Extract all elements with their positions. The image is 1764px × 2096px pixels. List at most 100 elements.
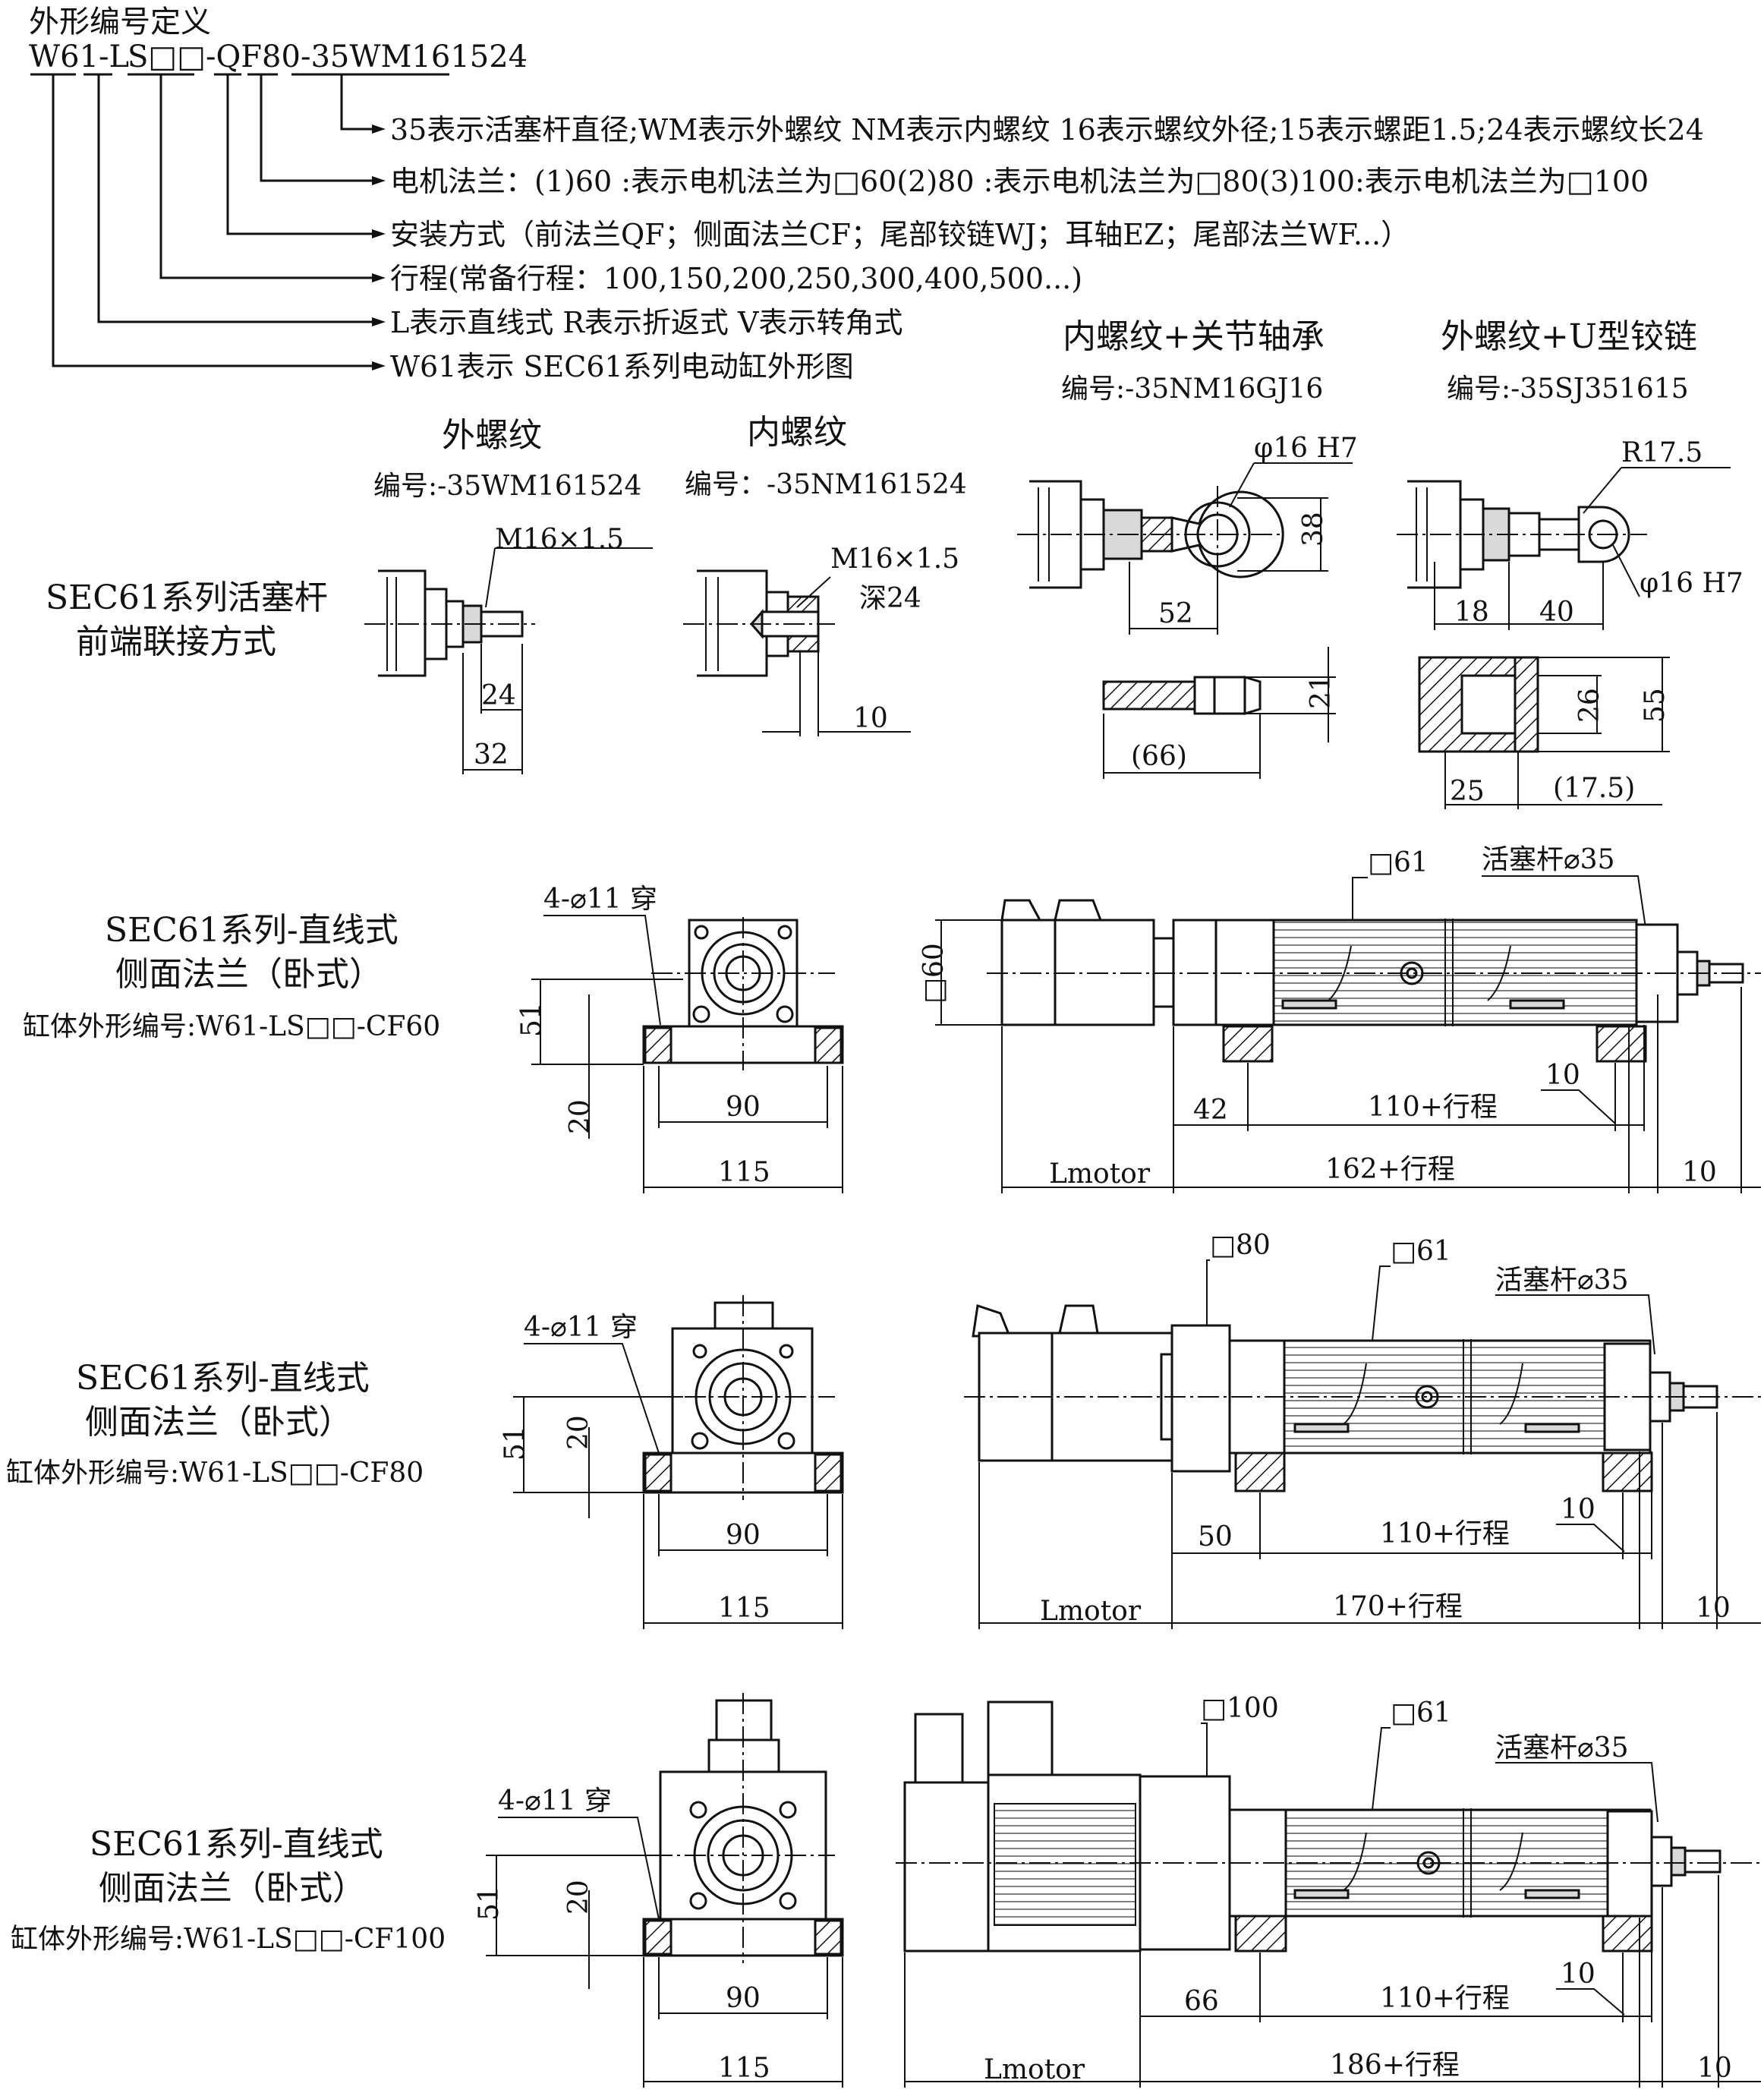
cf60-dim-51: 51	[516, 1002, 547, 1037]
cf100-title-2: 侧面法兰（卧式）	[99, 1869, 366, 1908]
note-motor-flange: 电机法兰：(1)60 :表示电机法兰为□60(2)80 :表示电机法兰为□80(…	[390, 165, 1649, 198]
rod-end-label-1: SEC61系列活塞杆	[46, 578, 328, 617]
cf100-rod-label: 活塞杆⌀35	[1495, 1732, 1628, 1763]
cf80-code: 缸体外形编号:W61-LS□□-CF80	[6, 1458, 424, 1489]
clevis-dim-55: 55	[1640, 688, 1671, 723]
note-mounting: 安装方式（前法兰QF；侧面法兰CF；尾部铰链WJ；耳轴EZ；尾部法兰WF...）	[390, 218, 1410, 251]
external-dim-24: 24	[481, 680, 516, 711]
rod-eye-dim-66: (66)	[1131, 741, 1187, 772]
cf100-dim-66: 66	[1184, 1986, 1219, 2017]
cf60-side-view: □61 活塞杆⌀35	[918, 844, 1761, 1193]
external-dim-32: 32	[474, 739, 509, 771]
clevis-bore: φ16 H7	[1640, 568, 1744, 599]
rod-end-external-thread: 外螺纹 编号:-35WM161524 M16×1.5 24 32	[364, 416, 653, 774]
cf100-dim-lmotor: Lmotor	[984, 2054, 1085, 2085]
internal-title: 内螺纹	[747, 413, 847, 452]
cf80-dim-lmotor: Lmotor	[1040, 1596, 1142, 1627]
cf80-dim-115: 115	[718, 1593, 770, 1624]
cf100-dim-110: 110+行程	[1380, 1983, 1510, 2014]
cf60-motor-sq: □60	[918, 943, 950, 1004]
cf60-code: 缸体外形编号:W61-LS□□-CF60	[23, 1011, 440, 1042]
code-part-2: S□□-QF80-35WM161524	[128, 39, 528, 74]
cf60-title-1: SEC61系列-直线式	[105, 911, 398, 950]
cf80-tube-sq: □61	[1391, 1236, 1451, 1267]
rod-end-internal-thread: 内螺纹 编号：-35NM161524 M16×1.5 深24 10	[683, 413, 967, 736]
internal-depth-label: 深24	[859, 583, 921, 614]
note-layout-type: L表示直线式 R表示折返式 V表示转角式	[390, 306, 902, 339]
rod-end-rod-eye: 内螺纹+关节轴承 编号:-35NM16GJ16 φ16 H7 38 52	[1017, 317, 1358, 779]
cf60-tube-sq: □61	[1368, 847, 1429, 878]
cf100-dim-51: 51	[474, 1886, 505, 1921]
cf80-dim-170: 170+行程	[1333, 1591, 1463, 1622]
cf60-dim-10a: 10	[1545, 1060, 1580, 1091]
cf100-end-view: 4-⌀11 穿 51 20 90	[474, 1693, 844, 2088]
cf100-dim-20: 20	[563, 1880, 594, 1915]
cf80-dim-51: 51	[499, 1426, 531, 1461]
cf60-dim-lmotor: Lmotor	[1049, 1158, 1151, 1190]
cf100-dim-10a: 10	[1561, 1959, 1595, 1990]
rod-eye-bore: φ16 H7	[1254, 433, 1358, 464]
external-thread-label: M16×1.5	[495, 524, 624, 555]
cf100-dim-10b: 10	[1697, 2053, 1732, 2084]
internal-thread-label: M16×1.5	[830, 544, 959, 575]
cf80-side-view: □80 □61 活塞杆⌀35	[964, 1230, 1761, 1629]
external-code: 编号:-35WM161524	[373, 471, 641, 502]
cf80-dim-50: 50	[1198, 1521, 1233, 1552]
clevis-code: 编号:-35SJ351615	[1447, 373, 1689, 405]
clevis-radius: R17.5	[1621, 437, 1703, 468]
external-title: 外螺纹	[442, 416, 542, 455]
cf60-dim-115: 115	[718, 1157, 770, 1188]
clevis-dim-26: 26	[1574, 688, 1605, 723]
rod-eye-code: 编号:-35NM16GJ16	[1061, 373, 1323, 405]
cf80-dim-90: 90	[726, 1520, 761, 1551]
cf100-tube-sq: □61	[1391, 1697, 1451, 1729]
rod-eye-dim-21: 21	[1306, 674, 1337, 709]
cf60-rod-label: 活塞杆⌀35	[1482, 844, 1614, 875]
definition-heading: 外形编号定义	[29, 5, 211, 39]
cf80-rod-label: 活塞杆⌀35	[1495, 1265, 1628, 1296]
cf100-holes-label: 4-⌀11 穿	[498, 1786, 612, 1817]
note-stroke: 行程(常备行程：100,150,200,250,300,400,500...)	[390, 262, 1082, 295]
rod-end-label-2: 前端联接方式	[76, 622, 276, 661]
cf80-end-view: 4-⌀11 穿 51 20 90	[499, 1295, 844, 1629]
cf60-holes-label: 4-⌀11 穿	[543, 884, 657, 915]
cf80-title-2: 侧面法兰（卧式）	[85, 1403, 352, 1442]
rod-eye-dim-38: 38	[1298, 512, 1329, 547]
cf80-dim-10a: 10	[1561, 1494, 1595, 1525]
cf100-motor-sq: □100	[1201, 1693, 1279, 1724]
cf80-motor-sq: □80	[1210, 1230, 1271, 1261]
variant-cf100: SEC61系列-直线式 侧面法兰（卧式） 缸体外形编号:W61-LS□□-CF1…	[11, 1693, 1761, 2088]
cf100-title-1: SEC61系列-直线式	[90, 1825, 383, 1864]
note-series: W61表示 SEC61系列电动缸外形图	[390, 350, 854, 383]
cf60-end-view: 4-⌀11 穿 51 20 90	[516, 884, 844, 1193]
variant-cf80: SEC61系列-直线式 侧面法兰（卧式） 缸体外形编号:W61-LS□□-CF8…	[6, 1230, 1761, 1629]
cf80-holes-label: 4-⌀11 穿	[524, 1312, 638, 1343]
rod-end-clevis: 外螺纹+U型铰链 编号:-35SJ351615 R17.5 φ16 H7 18 …	[1397, 317, 1744, 809]
cf60-title-2: 侧面法兰（卧式）	[115, 955, 383, 994]
cf60-dim-90: 90	[726, 1092, 761, 1123]
rod-end-section: SEC61系列活塞杆 前端联接方式 外螺纹 编号:-35WM161524 M16…	[46, 317, 1744, 809]
rod-eye-dim-52: 52	[1158, 598, 1193, 629]
cf100-code: 缸体外形编号:W61-LS□□-CF100	[11, 1924, 446, 1955]
rod-eye-title: 内螺纹+关节轴承	[1063, 317, 1325, 356]
internal-dim-10: 10	[853, 703, 888, 734]
definition-block: 外形编号定义 W61-L S□□-QF80-35WM161524 35表示活塞杆…	[29, 5, 1704, 383]
cf100-side-view: □100 □61 活塞杆⌀35	[896, 1693, 1761, 2088]
cf60-dim-110: 110+行程	[1368, 1092, 1498, 1123]
cf60-dim-162: 162+行程	[1325, 1154, 1455, 1185]
cf100-dim-90: 90	[726, 1983, 761, 2014]
clevis-dim-25: 25	[1450, 776, 1485, 807]
cf80-dim-10b: 10	[1696, 1593, 1731, 1624]
cf80-dim-110: 110+行程	[1380, 1518, 1510, 1549]
clevis-dim-17-5: (17.5)	[1553, 773, 1635, 804]
cf100-dim-186: 186+行程	[1330, 2050, 1460, 2081]
cf60-dim-42: 42	[1193, 1095, 1228, 1126]
cf80-dim-20: 20	[563, 1415, 594, 1450]
code-part-1: W61-L	[29, 39, 129, 74]
cf80-title-1: SEC61系列-直线式	[76, 1359, 370, 1398]
note-rod-thread: 35表示活塞杆直径;WM表示外螺纹 NM表示内螺纹 16表示螺纹外径;15表示螺…	[390, 113, 1704, 147]
internal-code: 编号：-35NM161524	[685, 469, 967, 500]
variant-cf60: SEC61系列-直线式 侧面法兰（卧式） 缸体外形编号:W61-LS□□-CF6…	[23, 844, 1761, 1193]
clevis-dim-18: 18	[1454, 597, 1489, 628]
